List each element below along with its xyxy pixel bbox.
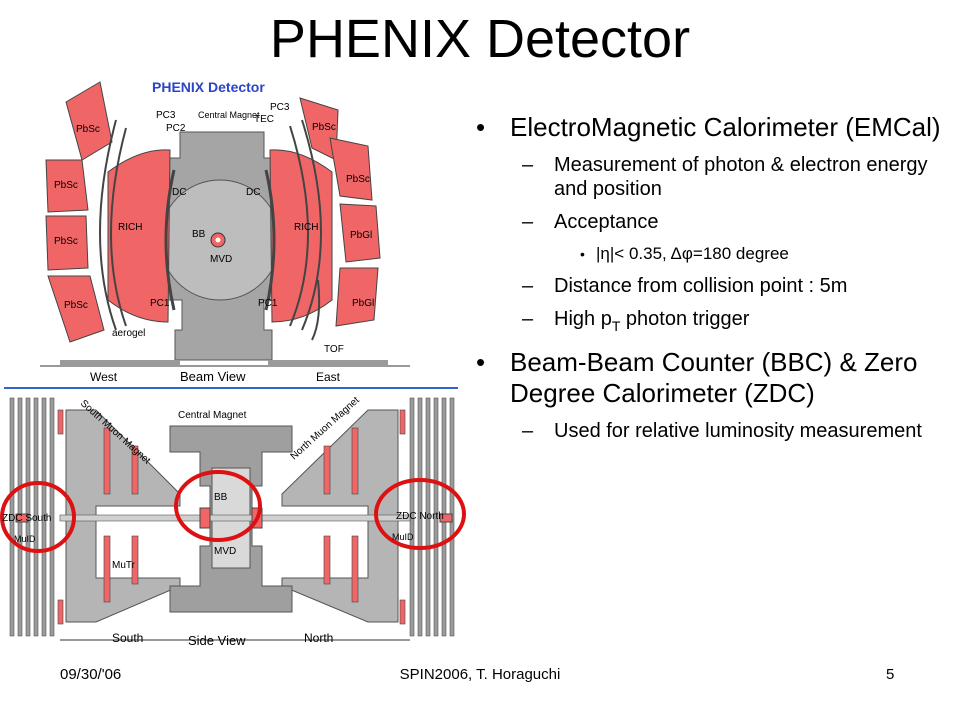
north-muon-magnet: [281, 409, 399, 623]
bbc-south: [199, 507, 211, 529]
bullet-emcal: • ElectroMagnetic Calorimeter (EMCal): [476, 112, 941, 142]
label-side-view: Side View: [188, 633, 246, 648]
label-pbsc-e1: PbSc: [312, 122, 336, 133]
label-tof: TOF: [324, 344, 344, 355]
label-mvd: MVD: [210, 254, 232, 265]
label-pbgl-2: PbGl: [352, 298, 374, 309]
zdc-north-module: [439, 513, 453, 523]
subitem-high-pt: – High pT photon trigger: [522, 308, 750, 334]
label-pbsc-w2: PbSc: [54, 180, 78, 191]
west-pbsc-sectors: [45, 81, 113, 343]
east-pbsc-sectors: [299, 97, 381, 327]
label-south: South: [112, 631, 143, 645]
east-tec-arc: [289, 125, 309, 327]
label-east: East: [316, 370, 341, 384]
vertex-inner: [215, 237, 221, 243]
east-tof-arc: [311, 279, 321, 341]
label-beam-view: Beam View: [180, 369, 246, 384]
beam-view-diagram: PHENIX Detector PC3 PC2 Central Magnet P…: [4, 79, 458, 389]
footer-page-number: 5: [886, 666, 895, 683]
label-aerogel: aerogel: [112, 328, 145, 339]
west-pc3-arc: [99, 119, 117, 331]
label-rich-east: RICH: [294, 222, 318, 233]
subitem-luminosity: – Used for relative luminosity measureme…: [522, 420, 922, 442]
label-pc2: PC2: [166, 123, 186, 134]
east-pc3-arc: [301, 119, 322, 331]
west-pc2-arc: [110, 127, 127, 327]
label-west: West: [90, 370, 118, 384]
east-dc: [264, 169, 276, 311]
subitem-acceptance: – Acceptance: [522, 211, 659, 233]
zdc-north-highlight: [374, 478, 466, 550]
subitem-measurement: – Measurement of photon & electron energ…: [522, 154, 928, 200]
south-muon-magnet: [65, 409, 181, 623]
label-muid-left: MuID: [14, 534, 36, 544]
label-dc-west: DC: [172, 187, 186, 198]
footer-date: 09/30/'06: [60, 666, 122, 683]
label-pc1-east: PC1: [258, 298, 278, 309]
zdc-south-module: [15, 513, 29, 523]
label-muid-right: MuID: [392, 532, 414, 542]
label-pc3-right: PC3: [270, 102, 290, 113]
zdc-south-highlight: [0, 481, 76, 553]
label-pbsc-w4: PbSc: [64, 300, 88, 311]
label-mvd-side: MVD: [214, 546, 236, 557]
label-dc-east: DC: [246, 187, 260, 198]
label-central-magnet-side: Central Magnet: [178, 410, 247, 421]
label-pc3-left: PC3: [156, 110, 176, 121]
label-central-magnet-top: Central Magnet: [198, 110, 260, 120]
label-pbsc-w3: PbSc: [54, 236, 78, 247]
east-floor: [268, 360, 388, 366]
diagram-heading: PHENIX Detector: [152, 79, 265, 95]
subitem-distance: – Distance from collision point : 5m: [522, 275, 848, 297]
muon-tracker-bars: [57, 409, 406, 625]
label-pc1-west: PC1: [150, 298, 170, 309]
label-tec: TEC: [254, 114, 274, 125]
label-pbsc-w1: PbSc: [76, 124, 100, 135]
label-pbsc-e2: PbSc: [346, 174, 370, 185]
label-bb: BB: [192, 229, 206, 240]
label-zdc-north: ZDC North: [396, 511, 444, 522]
side-view-diagram: South Muon Magnet Central Magnet North M…: [0, 395, 466, 648]
bullet-list: • ElectroMagnetic Calorimeter (EMCal) – …: [470, 112, 950, 452]
bullet-emcal-text: ElectroMagnetic Calorimeter (EMCal): [510, 112, 941, 142]
bbc-highlight: [174, 470, 262, 542]
west-dc: [164, 169, 176, 311]
slide-title: PHENIX Detector: [269, 9, 691, 69]
subsubitem-eta-phi: • |η|< 0.35, Δφ=180 degree: [580, 244, 789, 263]
beam-pipe: [59, 514, 411, 522]
bullet-bbc-zdc: • Beam-Beam Counter (BBC) & Zero Degree …: [476, 347, 918, 408]
label-rich-west: RICH: [118, 222, 142, 233]
footer-center: SPIN2006, T. Horaguchi: [399, 666, 561, 683]
west-floor: [60, 360, 180, 366]
label-zdc-south: ZDC South: [2, 513, 51, 524]
label-mutr: MuTr: [112, 560, 136, 571]
label-bb-side: BB: [214, 492, 228, 503]
label-north: North: [304, 631, 333, 645]
bullet-bbc-zdc-text: Beam-Beam Counter (BBC) & Zero Degree Ca…: [510, 347, 918, 408]
label-pbgl-1: PbGl: [350, 230, 372, 241]
